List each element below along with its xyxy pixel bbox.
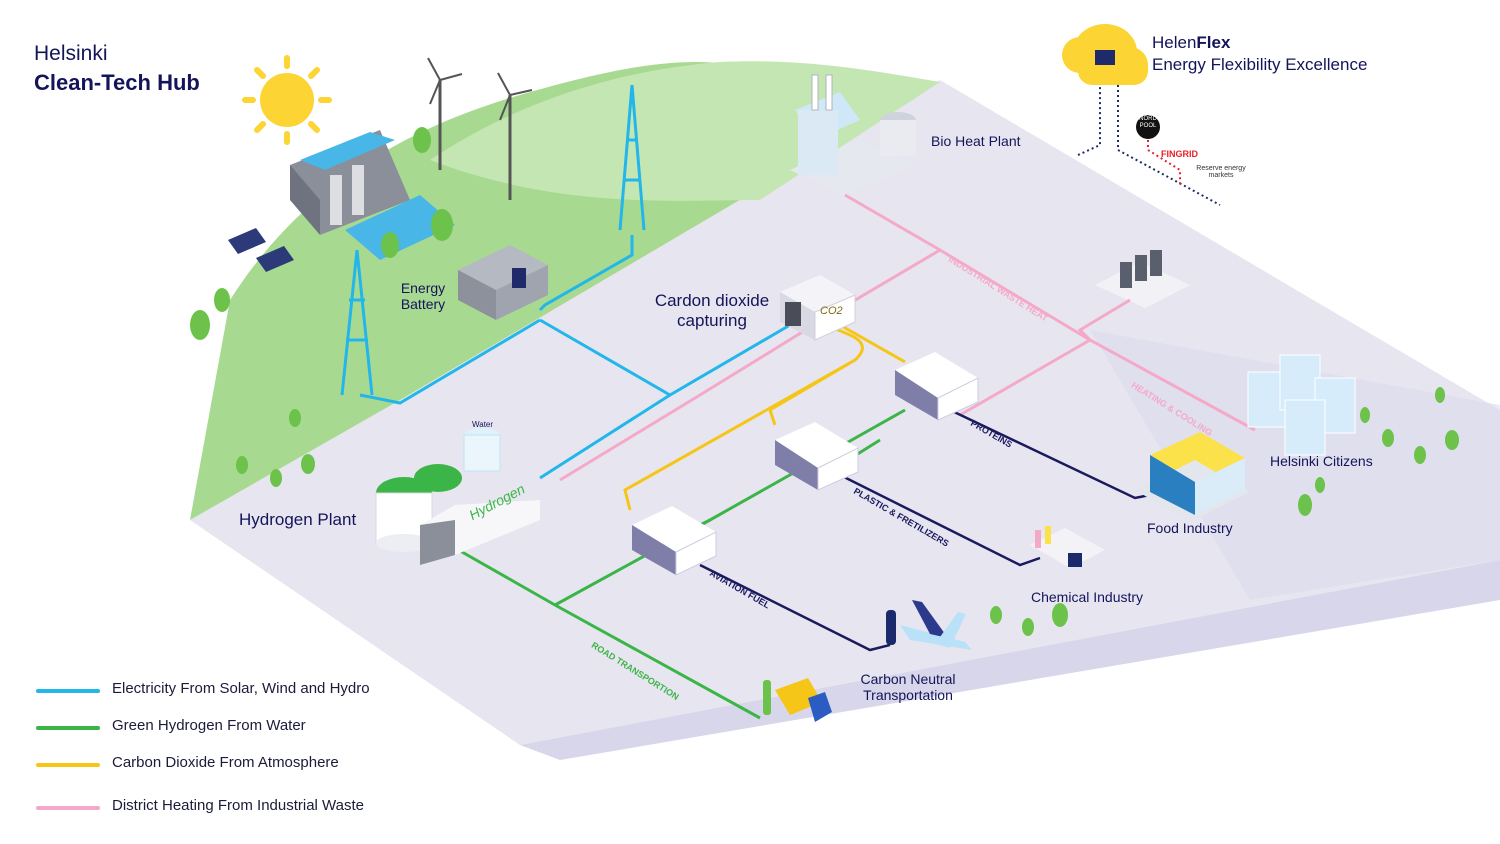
- product-lines: [699, 408, 1151, 652]
- hydrogen-plant-label: Hydrogen Plant: [239, 510, 357, 529]
- legend-item-electricity: Electricity From Solar, Wind and Hydro: [36, 680, 456, 702]
- helenflex-cloud-icon: [1062, 24, 1148, 85]
- factory-aviation: [632, 506, 717, 576]
- food-industry-label: Food Industry: [1147, 520, 1233, 536]
- solar-panels: [228, 228, 294, 272]
- co2-capture-unit: [780, 275, 856, 341]
- helenflex-brand-regular: Helen: [1152, 33, 1197, 52]
- factory-proteins: [895, 352, 979, 421]
- ground-plane: [190, 80, 1500, 745]
- energy-battery: [458, 245, 548, 320]
- co2-tag: CO2: [820, 305, 843, 317]
- helenflex-title: HelenFlex Energy Flexibility Excellence: [1152, 33, 1367, 75]
- helenflex-links: [1077, 75, 1221, 206]
- energy-battery-label: Energy Battery: [400, 280, 446, 312]
- legend-swatch-co2: [36, 763, 100, 767]
- bio-heat-plant: [790, 74, 916, 195]
- legend-item-hydrogen: Green Hydrogen From Water: [36, 717, 456, 739]
- legend-swatch-heating: [36, 806, 100, 810]
- legend-label-heating: District Heating From Industrial Waste: [112, 797, 365, 814]
- page-title-line1: Helsinki: [34, 42, 108, 65]
- trees: [190, 127, 1459, 636]
- legend-label-co2: Carbon Dioxide From Atmosphere: [112, 754, 339, 771]
- co2-capturing-label: Cardon dioxide capturing: [654, 291, 770, 330]
- legend-item-co2: Carbon Dioxide From Atmosphere: [36, 754, 456, 776]
- truck-icon: [763, 678, 832, 722]
- carbon-neutral-label-line1: Carbon Neutral: [860, 671, 956, 687]
- airplane-icon: [886, 600, 972, 650]
- legend-label-hydrogen: Green Hydrogen From Water: [112, 717, 306, 734]
- water-tag: Water: [472, 420, 494, 429]
- legend-swatch-hydrogen: [36, 726, 100, 730]
- helenflex-brand-bold: Flex: [1196, 33, 1231, 52]
- reserve-markets-label: Reserve energy markets: [1196, 165, 1246, 179]
- electricity-pipes: [359, 235, 791, 480]
- hydrogen-plant: [375, 428, 540, 565]
- nordpool-icon: [1136, 115, 1160, 139]
- citizen-buildings: [1247, 354, 1356, 456]
- power-pylons: [340, 84, 646, 396]
- legend-item-heating: District Heating From Industrial Waste: [36, 797, 456, 819]
- carbon-neutral-label-line2: Transportation: [863, 687, 953, 703]
- helsinki-citizens-label: Helsinki Citizens: [1270, 453, 1373, 469]
- nordpool-label: NORD POOL: [1139, 116, 1157, 129]
- fingrid-label: FINGRID: [1161, 149, 1198, 159]
- chemical-industry-label: Chemical Industry: [1031, 589, 1144, 605]
- hydro-dam: [290, 130, 455, 260]
- page-title-line2: Clean-Tech Hub: [34, 70, 200, 95]
- bio-heat-plant-label: Bio Heat Plant: [931, 133, 1021, 149]
- legend-label-electricity: Electricity From Solar, Wind and Hydro: [112, 680, 370, 697]
- factory-plastic: [775, 422, 859, 491]
- sun-icon: [242, 55, 332, 145]
- data-center: [1095, 250, 1190, 308]
- food-industry-building: [1135, 432, 1250, 522]
- legend-swatch-electricity: [36, 689, 100, 693]
- helenflex-subtitle: Energy Flexibility Excellence: [1152, 55, 1368, 74]
- chemical-industry: [1030, 526, 1105, 568]
- co2-pipes: [623, 318, 906, 511]
- wind-turbines: [427, 57, 533, 200]
